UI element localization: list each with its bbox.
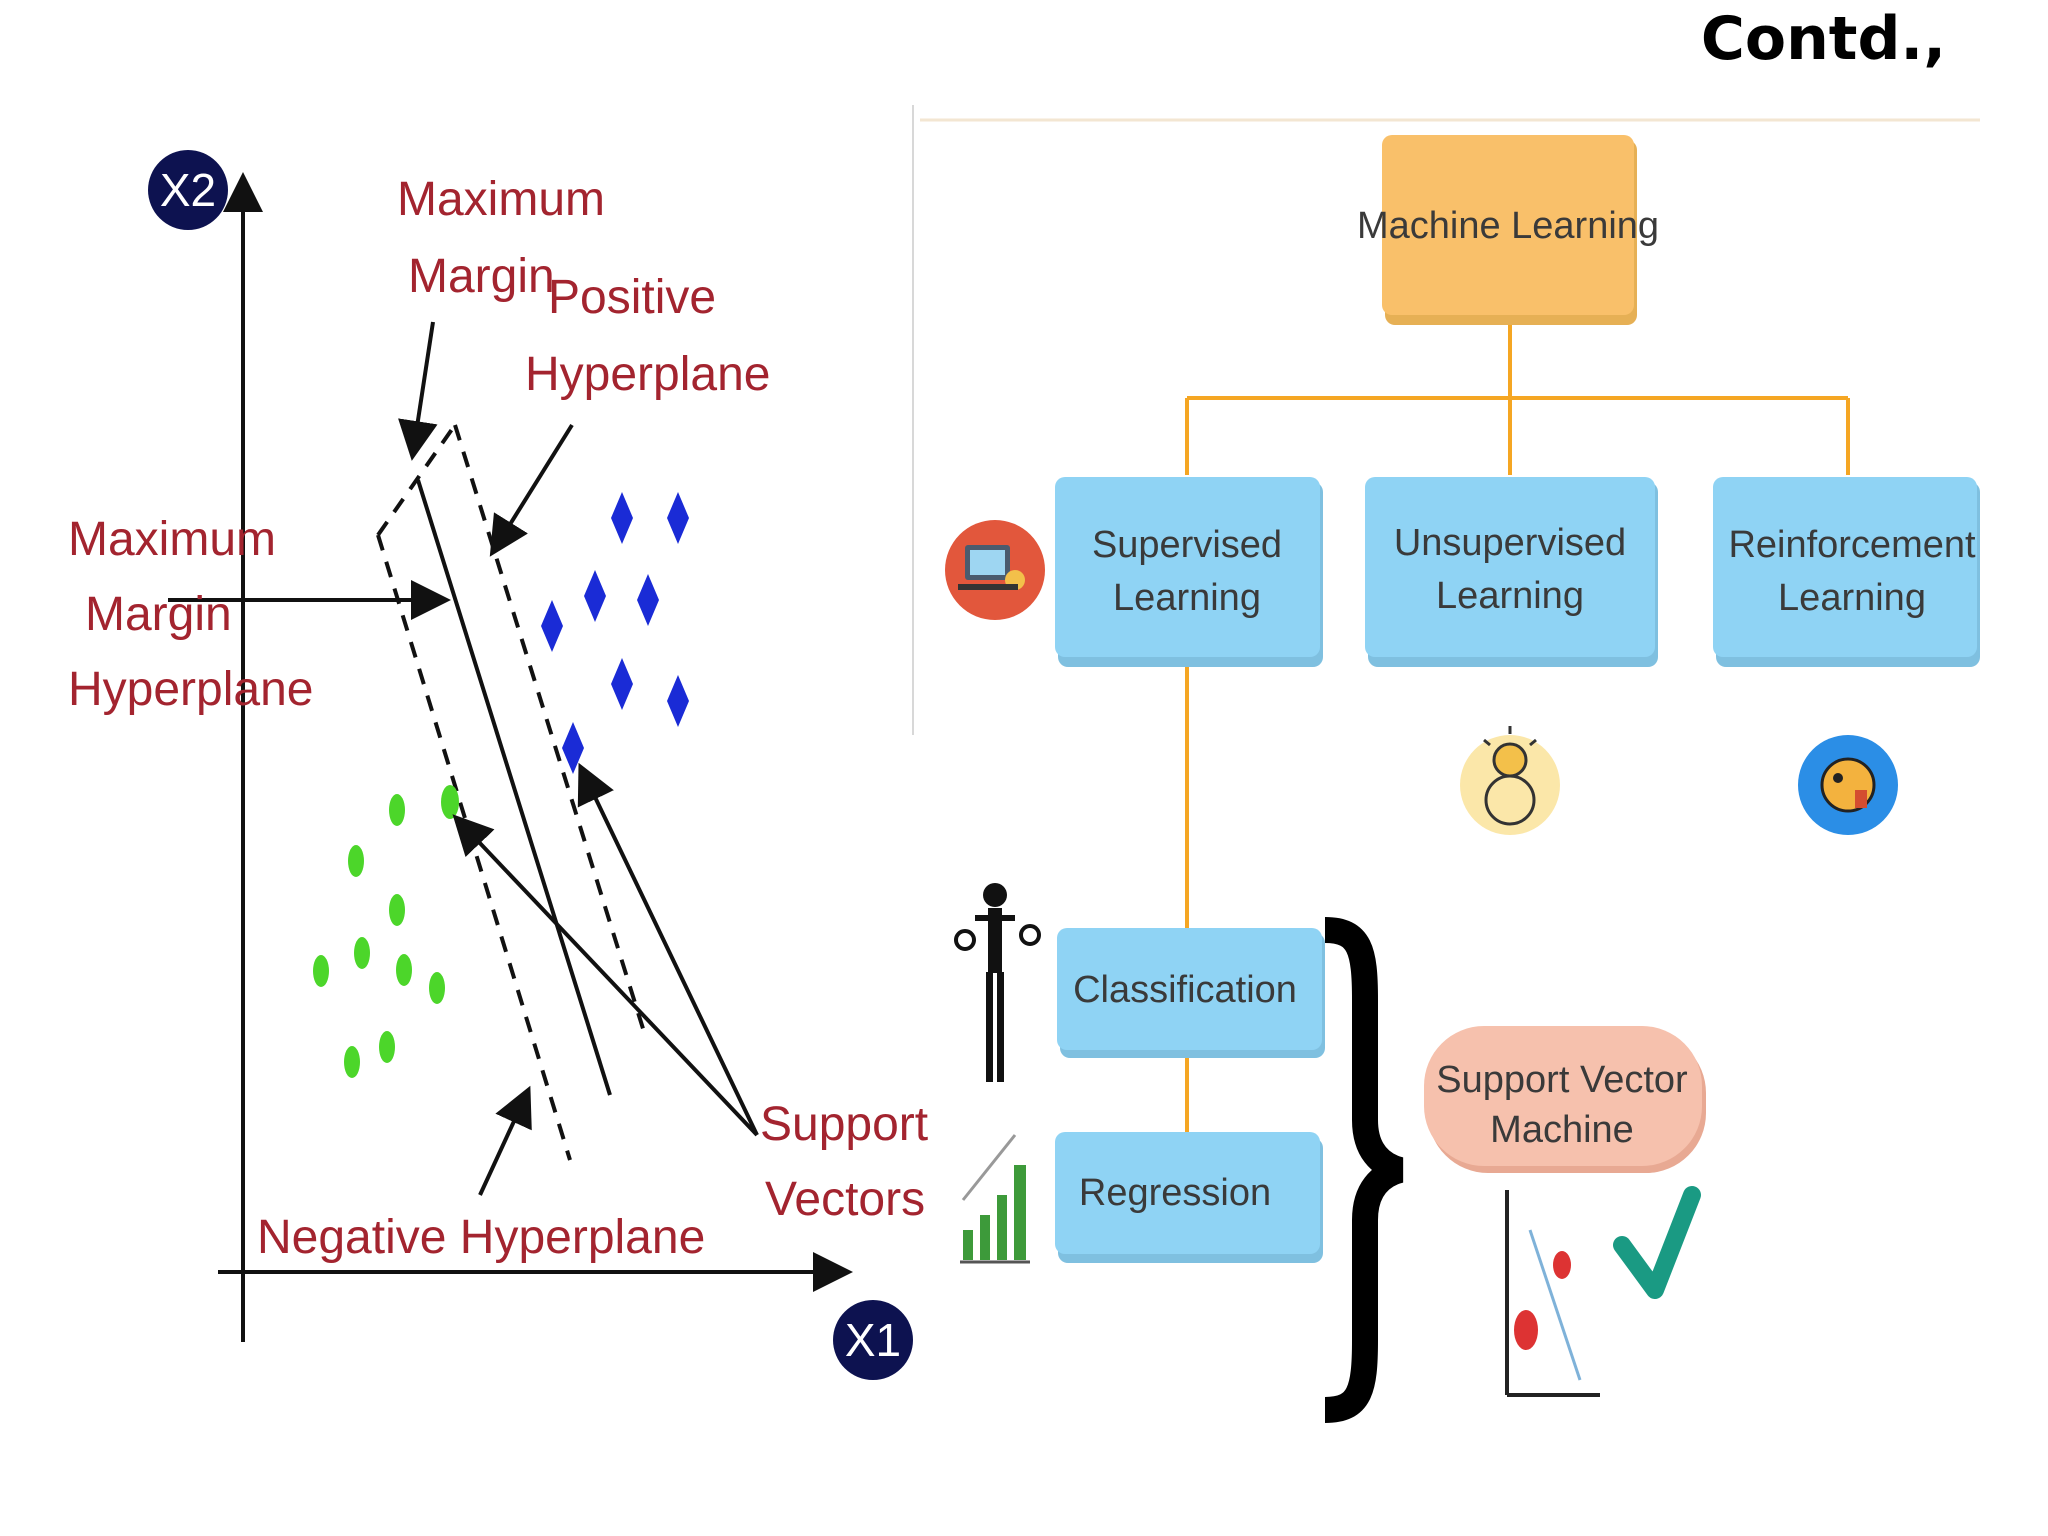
- laptop-user-icon: [945, 520, 1045, 620]
- classification-label: Classification: [1073, 969, 1297, 1011]
- support-vector-arrow-1: [452, 814, 759, 1137]
- positive-hyperplane-label-2: Hyperplane: [525, 348, 770, 401]
- tree-connectors: [1185, 325, 1850, 1132]
- dot-point: [348, 845, 364, 877]
- margin-top-edge: [376, 423, 457, 537]
- classification-node: Classification: [1057, 928, 1325, 1058]
- x1-axis-label: X1: [845, 1314, 901, 1366]
- positive-hyperplane-line: [453, 424, 647, 1036]
- dot-point: [396, 954, 412, 986]
- unsupervised-label-1: Unsupervised: [1394, 522, 1626, 564]
- positive-hyperplane-label-1: Positive: [548, 271, 716, 324]
- lightbulb-head-icon: [1460, 726, 1560, 835]
- unsupervised-node: Unsupervised Learning: [1365, 477, 1658, 667]
- max-margin-label-1: Maximum: [397, 173, 605, 226]
- negative-hyperplane-label: Negative Hyperplane: [257, 1211, 705, 1264]
- support-vectors-label-1: Support: [760, 1098, 928, 1151]
- supervised-label-2: Learning: [1113, 577, 1261, 619]
- x2-axis-label: X2: [160, 164, 216, 216]
- bar-growth-icon: [960, 1134, 1030, 1264]
- dot-point: [344, 1046, 360, 1078]
- ml-tree-diagram: Machine Learning Supervised Learning Uns…: [912, 105, 1980, 1423]
- reinforcement-label-1: Reinforcement: [1728, 524, 1976, 566]
- curly-brace: [1324, 917, 1404, 1423]
- checkmark-icon: [1613, 1186, 1701, 1299]
- max-margin-arrow: [398, 321, 438, 461]
- diamond-point: [667, 675, 689, 727]
- root-node: Machine Learning: [1357, 135, 1659, 325]
- supervised-node: Supervised Learning: [1055, 477, 1323, 667]
- svm-diagram: X2 X1: [68, 150, 928, 1380]
- negative-hyperplane-line: [376, 534, 572, 1161]
- x2-axis-badge: X2: [148, 150, 228, 230]
- diamond-point: [637, 574, 659, 626]
- reinforcement-label-2: Learning: [1778, 577, 1926, 619]
- positive-class-points: [541, 492, 689, 774]
- scatter-plot-icon: [1505, 1190, 1600, 1397]
- max-margin-label-2: Margin: [408, 250, 555, 303]
- supervised-label-1: Supervised: [1092, 524, 1282, 566]
- mmh-label-1: Maximum: [68, 513, 276, 566]
- support-vector-arrow-2: [577, 762, 759, 1136]
- diamond-point: [611, 658, 633, 710]
- negative-class-points: [313, 785, 459, 1078]
- scales-person-icon: [954, 883, 1041, 1082]
- reinforcement-node: Reinforcement Learning: [1713, 477, 1980, 667]
- svm-label-1: Support Vector: [1436, 1059, 1688, 1101]
- dot-point: [389, 894, 405, 926]
- robot-head-icon: [1798, 735, 1898, 835]
- diamond-point: [611, 492, 633, 544]
- regression-label: Regression: [1079, 1172, 1271, 1214]
- mmh-label-3: Hyperplane: [68, 663, 313, 716]
- dot-point: [313, 955, 329, 987]
- diamond-point: [584, 570, 606, 622]
- diamond-point: [667, 492, 689, 544]
- positive-hyperplane-arrow: [489, 423, 574, 557]
- dot-point: [379, 1031, 395, 1063]
- mmh-label-2: Margin: [85, 588, 232, 641]
- regression-node: Regression: [1055, 1132, 1323, 1263]
- dot-point: [389, 794, 405, 826]
- x1-axis-badge: X1: [833, 1300, 913, 1380]
- negative-hyperplane-arrow: [478, 1085, 532, 1196]
- support-vectors-label-2: Vectors: [765, 1173, 925, 1226]
- unsupervised-label-2: Learning: [1436, 575, 1584, 617]
- dot-point: [441, 785, 459, 819]
- slide-title: Contd.,: [1700, 4, 1946, 74]
- dot-point: [429, 972, 445, 1004]
- root-node-label: Machine Learning: [1357, 205, 1659, 247]
- svm-node: Support Vector Machine: [1424, 1026, 1706, 1173]
- svm-label-2: Machine: [1490, 1109, 1634, 1151]
- dot-point: [354, 937, 370, 969]
- diamond-point: [562, 722, 584, 774]
- diamond-point: [541, 600, 563, 652]
